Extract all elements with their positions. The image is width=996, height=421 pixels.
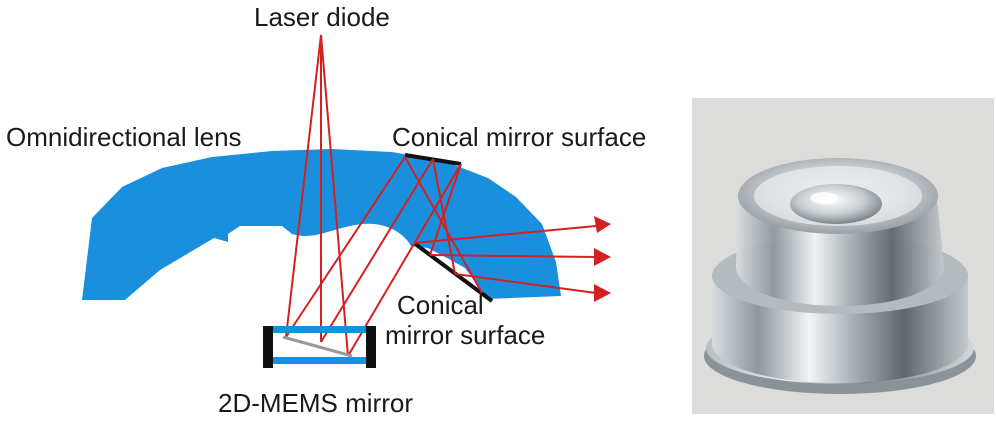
- conical-mirror-bottom-label-line1: Conical: [397, 290, 484, 320]
- arrowhead-icon: [594, 284, 611, 302]
- beam-arrowheads: [594, 216, 611, 302]
- arrowhead-icon: [594, 248, 611, 266]
- mems-mirror-label: 2D-MEMS mirror: [218, 388, 413, 418]
- conical-mirror-top-label: Conical mirror surface: [392, 122, 647, 152]
- laser-beams: [285, 34, 597, 357]
- conical-mirror-bottom-edge: [412, 241, 494, 303]
- laser-diode-label: Laser diode: [254, 2, 390, 32]
- mems-mirror-plate: [282, 335, 353, 358]
- arrowhead-icon: [594, 216, 611, 233]
- lens-photo: [692, 98, 994, 414]
- omnidirectional-lens-label: Omnidirectional lens: [6, 122, 242, 152]
- conical-mirror-bottom-label-line2: mirror surface: [385, 320, 546, 350]
- mems-mirror-assembly: [263, 326, 376, 368]
